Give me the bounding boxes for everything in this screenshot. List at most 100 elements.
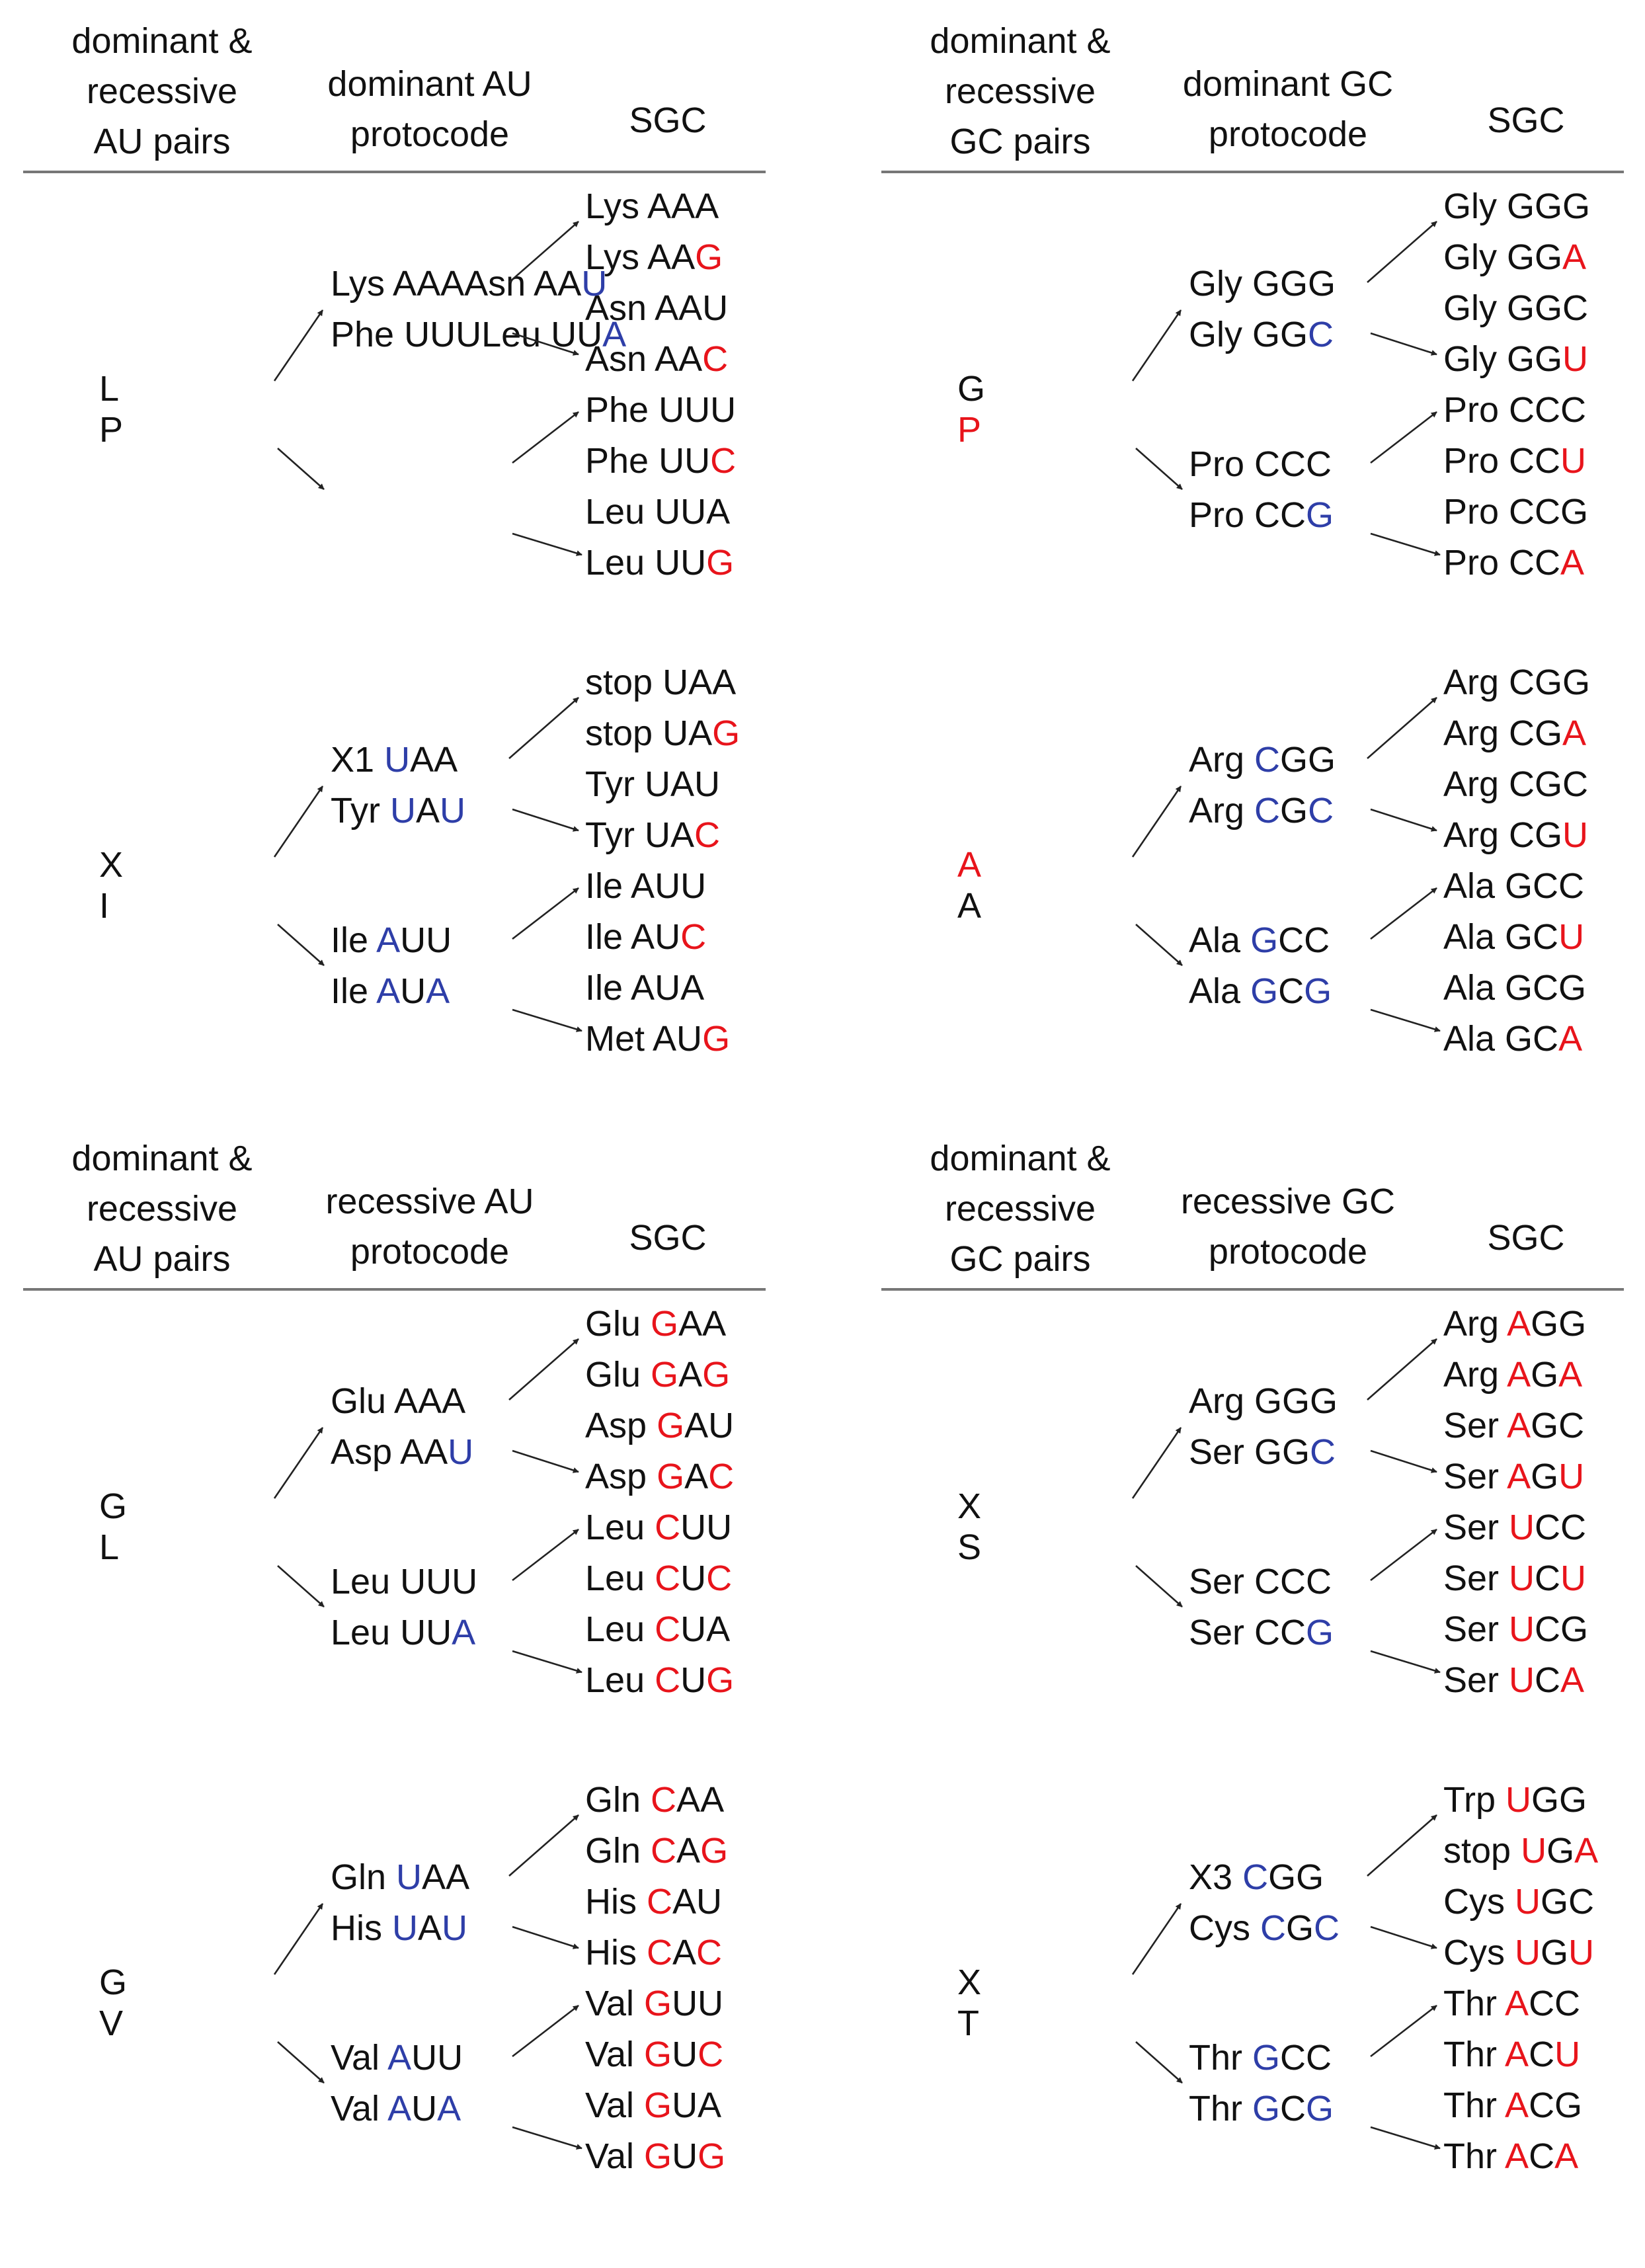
- codon-text: Ile AU: [585, 917, 680, 957]
- sgc-codon: Arg CGA: [1443, 713, 1586, 753]
- sgc-codon: His CAU: [585, 1882, 722, 1922]
- protocode-base: U: [440, 791, 465, 830]
- column-header: protocode: [1209, 1232, 1367, 1272]
- codon-text: Ser: [1443, 1457, 1507, 1496]
- codon-text: Ile AUU: [585, 866, 706, 906]
- protocode-base: C: [1254, 791, 1280, 830]
- sgc-base: C: [696, 1933, 722, 1972]
- codon-text: Val: [585, 2035, 644, 2074]
- sgc-codon: Tyr UAU: [585, 764, 720, 804]
- protocode-codon: Ile AUU: [331, 920, 452, 960]
- column-header: protocode: [350, 1232, 509, 1272]
- mapping-arrow: [277, 1565, 325, 1607]
- sgc-base: C: [706, 1559, 732, 1598]
- protocode-base: A: [387, 2038, 411, 2078]
- codon-text: Arg: [1443, 1355, 1507, 1395]
- protocode-codon: X3 CGG: [1189, 1857, 1324, 1897]
- sgc-codon: Ala GCA: [1443, 1019, 1582, 1059]
- codon-text: Leu: [585, 1559, 655, 1598]
- protocode-codon: Leu UUA: [331, 1613, 475, 1652]
- sgc-base: C: [698, 2035, 723, 2074]
- protocode-codon: Gln UAA: [331, 1857, 469, 1897]
- codon-text: Gly GG: [1443, 339, 1562, 379]
- codon-text: X: [99, 845, 123, 885]
- codon-text: Trp: [1443, 1780, 1505, 1820]
- column-header: recessive: [87, 1189, 237, 1229]
- mapping-arrow: [277, 2041, 325, 2084]
- codon-text: Gln: [585, 1831, 651, 1871]
- codon-text: C: [1280, 2089, 1306, 2128]
- protocode-codon: Pro CCC: [1189, 444, 1332, 484]
- mapping-arrow: [1367, 221, 1437, 283]
- protocode-base: A: [426, 971, 450, 1011]
- mapping-arrow: [273, 1427, 324, 1499]
- sgc-codon: Glu GAA: [585, 1304, 726, 1344]
- column-header: dominant GC: [1183, 64, 1393, 104]
- sgc-codon: Pro CCU: [1443, 441, 1586, 481]
- codon-text: Thr: [1443, 2086, 1505, 2125]
- sgc-base: C: [708, 1457, 734, 1496]
- codon-text: G: [99, 1486, 127, 1526]
- protocode-codon: Ile AUA: [331, 971, 450, 1011]
- codon-text: Gln: [331, 1857, 396, 1897]
- mapping-arrow: [1131, 309, 1182, 382]
- codon-text: Arg CG: [1443, 815, 1562, 855]
- codon-text: U: [680, 1559, 706, 1598]
- sgc-codon: Leu CUC: [585, 1559, 732, 1598]
- mapping-arrow: [1135, 2041, 1183, 2084]
- base-pair-codon: X: [957, 1963, 981, 2002]
- sgc-codon: Ala GCU: [1443, 917, 1584, 957]
- base-pair-codon: T: [957, 2004, 979, 2043]
- codon-text: Asp: [585, 1457, 657, 1496]
- column-header: SGC: [1487, 1218, 1564, 1258]
- base-pair-codon: G: [957, 369, 985, 409]
- codon-text: Pro CC: [1443, 441, 1560, 481]
- codon-text: Cys: [1189, 1908, 1260, 1948]
- mapping-arrow: [512, 1925, 579, 1949]
- mapping-arrow: [1370, 1650, 1441, 1674]
- sgc-base: A: [1507, 1406, 1531, 1445]
- protocode-base: C: [1308, 791, 1334, 830]
- sgc-codon: Arg AGA: [1443, 1355, 1582, 1395]
- sgc-base: P: [957, 410, 981, 450]
- sgc-base: A: [1554, 2136, 1578, 2176]
- codon-text: Glu AAA: [331, 1381, 465, 1421]
- codon-text: Phe UUU: [331, 315, 481, 354]
- protocode-codon: Cys CGC: [1189, 1908, 1340, 1948]
- codon-text: U: [400, 971, 426, 1011]
- codon-text: Thr: [1443, 2035, 1505, 2074]
- sgc-base: G: [657, 1457, 684, 1496]
- sgc-base: A: [1507, 1304, 1531, 1344]
- codon-text: Gly GGG: [1189, 264, 1336, 304]
- codon-text: X1: [331, 740, 384, 780]
- base-pair-codon: X: [957, 1486, 981, 1526]
- protocode-base: A: [376, 920, 400, 960]
- protocode-base: G: [1306, 1613, 1334, 1652]
- codon-text: Asp: [585, 1406, 657, 1445]
- base-pair-codon: L: [99, 1527, 119, 1567]
- sgc-base: A: [1574, 1831, 1598, 1871]
- sgc-codon: Asn AAC: [585, 339, 728, 379]
- sgc-base: C: [655, 1609, 680, 1649]
- mapping-arrow: [512, 2004, 579, 2058]
- codon-text: Ser: [1443, 1406, 1507, 1445]
- sgc-base: U: [1562, 339, 1588, 379]
- sgc-base: G: [644, 1984, 672, 2023]
- codon-text: Gly GGC: [1443, 288, 1588, 328]
- protocode-base: G: [1306, 495, 1334, 535]
- protocode-codon: Arg GGG: [1189, 1381, 1338, 1421]
- sgc-base: U: [1558, 917, 1584, 957]
- protocode-codon: Lys AAAAsn AAU: [331, 264, 607, 304]
- sgc-base: U: [1558, 1457, 1584, 1496]
- codon-text: Phe UUU: [585, 390, 736, 430]
- codon-text: Gly GGG: [1443, 186, 1590, 226]
- sgc-codon: Ser UCU: [1443, 1559, 1586, 1598]
- protocode-codon: His UAU: [331, 1908, 467, 1948]
- column-header: dominant &: [71, 1139, 252, 1178]
- codon-text: Arg: [1443, 1304, 1507, 1344]
- protocode-base: G: [1252, 2038, 1280, 2078]
- protocode-codon: Gly GGC: [1189, 315, 1334, 354]
- protocode-base: U: [390, 791, 416, 830]
- protocode-base: C: [1310, 1432, 1336, 1472]
- mapping-arrow: [508, 697, 579, 759]
